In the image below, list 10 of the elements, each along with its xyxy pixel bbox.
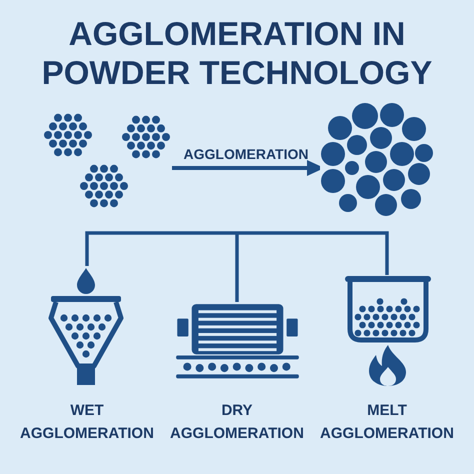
fine-particles-drawing: [42, 111, 172, 210]
connector-line: [235, 233, 239, 302]
method-label: MELT AGGLOMERATION: [319, 401, 455, 444]
method-label: DRY AGGLOMERATION: [169, 401, 305, 444]
connector-line: [237, 231, 389, 275]
method-label: WET AGGLOMERATION: [19, 401, 155, 444]
agglomerate-drawing: [320, 102, 434, 217]
title: AGGLOMERATION IN POWDER TECHNOLOGY: [40, 14, 434, 92]
connector-line: [85, 231, 237, 266]
edge-label: AGGLOMERATION: [184, 146, 308, 162]
